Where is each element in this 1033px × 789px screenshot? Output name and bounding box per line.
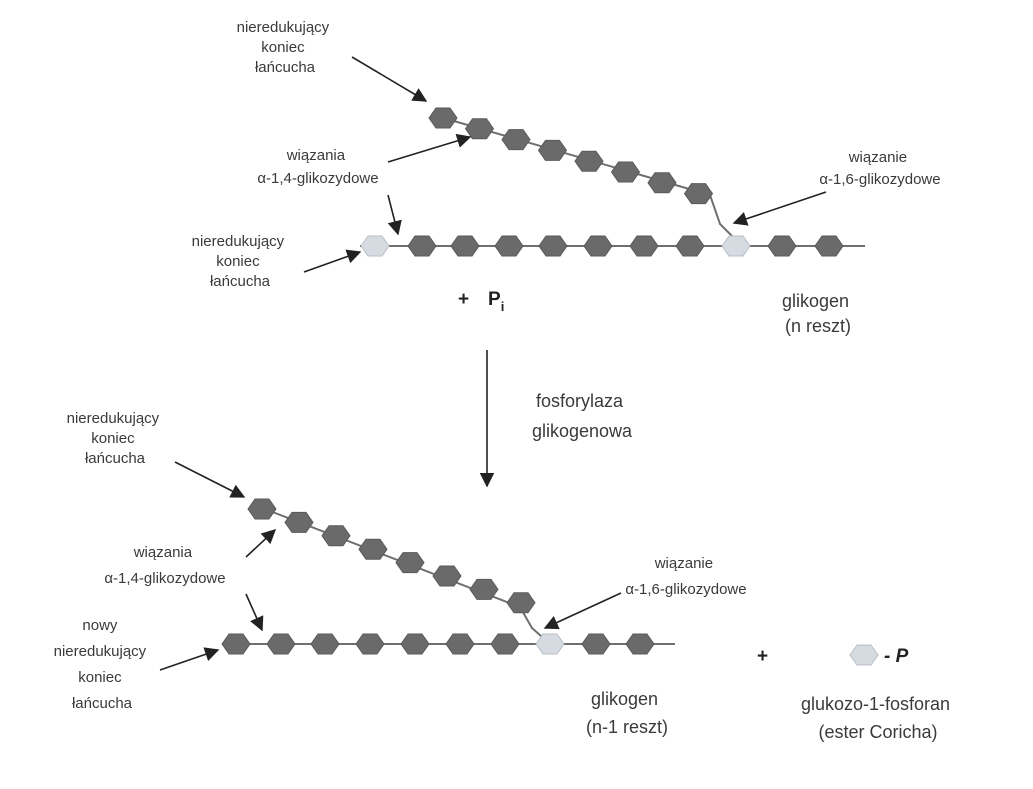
glucose-residue bbox=[266, 633, 296, 655]
glucose-residue bbox=[284, 511, 314, 533]
top-main-chain bbox=[360, 235, 844, 257]
bottom-nonreducing-upper-label: nieredukujący koniec łańcucha bbox=[67, 410, 164, 467]
glucose-residue bbox=[321, 525, 351, 547]
arrow-to-top-lower-end bbox=[303, 249, 362, 273]
glucose-residue bbox=[683, 183, 714, 205]
glucose-residue bbox=[395, 552, 425, 574]
top-nonreducing-upper-label: nieredukujący koniec łańcucha bbox=[237, 19, 334, 76]
glucose-residue bbox=[814, 235, 844, 257]
arrow-to-top-branch-point bbox=[732, 191, 827, 226]
glucose-residue-nonreducing-end bbox=[360, 235, 390, 257]
bottom-bonds-14-label: wiązania α-1,4-glikozydowe bbox=[104, 544, 225, 587]
glucose-residue bbox=[355, 633, 385, 655]
glucose-residue-branch-point bbox=[535, 633, 565, 655]
arrow-to-bottom-branch-bond bbox=[245, 529, 277, 558]
bottom-structure bbox=[221, 498, 675, 655]
glucose-residue bbox=[537, 139, 568, 161]
arrow-to-bottom-upper-end bbox=[174, 461, 246, 498]
product-label: glukozo-1-fosforan (ester Coricha) bbox=[801, 694, 955, 742]
glucose-residue bbox=[583, 235, 613, 257]
glucose-residue bbox=[538, 235, 568, 257]
glucose-residue bbox=[629, 235, 659, 257]
glucose-residue bbox=[432, 565, 462, 587]
top-glycogen-label: glikogen (n reszt) bbox=[782, 291, 854, 336]
glucose-residue bbox=[464, 118, 495, 140]
glucose-residue bbox=[310, 633, 340, 655]
bottom-bond-16-label: wiązanie α-1,6-glikozydowe bbox=[625, 555, 746, 598]
glucose-residue bbox=[428, 107, 458, 129]
glucose-residue bbox=[400, 633, 430, 655]
glucose-residue bbox=[581, 633, 611, 655]
arrow-to-bottom-new-end bbox=[159, 647, 220, 671]
glucose-residue bbox=[574, 150, 604, 172]
top-nonreducing-lower-label: nieredukujący koniec łańcucha bbox=[192, 233, 289, 290]
glucose-residue bbox=[767, 235, 797, 257]
bottom-main-chain bbox=[221, 633, 655, 655]
glucose-residue bbox=[450, 235, 480, 257]
glucose-residue bbox=[675, 235, 705, 257]
glucose-1-phosphate-hexagon bbox=[849, 644, 879, 666]
phosphate-pi: Pi bbox=[488, 289, 504, 314]
glucose-residue bbox=[445, 633, 475, 655]
glucose-residue bbox=[647, 172, 677, 194]
arrow-to-bottom-main-bond bbox=[245, 593, 264, 632]
bottom-glycogen-label: glikogen (n-1 reszt) bbox=[586, 689, 668, 737]
top-structure bbox=[360, 107, 865, 257]
arrow-to-bottom-branch-point bbox=[543, 592, 622, 630]
glucose-residue bbox=[625, 633, 655, 655]
arrow-to-top-main-bond bbox=[387, 194, 402, 236]
enzyme-label: fosforylaza glikogenowa bbox=[532, 391, 633, 441]
glucose-residue bbox=[247, 498, 277, 520]
bottom-branch-chain bbox=[247, 498, 536, 614]
top-plus-sign: + bbox=[458, 289, 469, 310]
bottom-plus-sign: + bbox=[757, 646, 768, 667]
glucose-residue bbox=[407, 235, 437, 257]
glucose-residue bbox=[469, 578, 499, 600]
glucose-residue-branch-point bbox=[721, 235, 751, 257]
top-bonds-14-label: wiązania α-1,4-glikozydowe bbox=[257, 147, 378, 187]
glucose-residue bbox=[490, 633, 520, 655]
top-branch-chain bbox=[428, 107, 714, 205]
glucose-residue bbox=[501, 129, 531, 151]
glucose-residue bbox=[494, 235, 524, 257]
arrow-to-top-upper-end bbox=[351, 56, 428, 102]
top-bond-16-label: wiązanie α-1,6-glikozydowe bbox=[819, 149, 940, 188]
phosphate-group-label: - P bbox=[884, 646, 909, 667]
top-branch-backbone bbox=[439, 116, 737, 241]
bottom-new-nonreducing-label: nowy nieredukujący koniec łańcucha bbox=[54, 617, 151, 712]
glucose-1-phosphate-symbol: - P bbox=[849, 644, 909, 667]
glucose-residue bbox=[358, 538, 388, 560]
arrow-to-top-branch-bond bbox=[387, 133, 472, 163]
glucose-residue bbox=[506, 592, 536, 614]
glucose-residue bbox=[221, 633, 251, 655]
glucose-residue bbox=[610, 161, 641, 183]
